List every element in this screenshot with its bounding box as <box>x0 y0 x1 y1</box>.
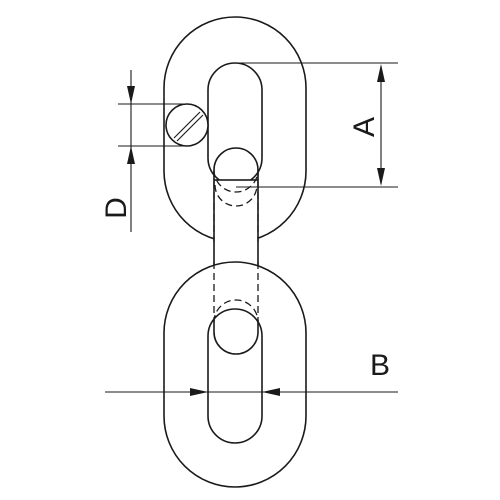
dim-b-arrow-right <box>262 388 280 396</box>
dimension-d: D <box>100 70 187 232</box>
wire-section-hatch <box>173 111 201 139</box>
bottom-chain-link <box>163 261 307 488</box>
wire-section-hatch-2 <box>176 114 204 142</box>
hidden-middle-top-inner <box>214 184 258 207</box>
dim-b-arrow-left <box>190 388 208 396</box>
dim-a-label: A <box>348 117 381 137</box>
dim-d-label: D <box>100 197 133 219</box>
dim-d-arrow-bottom <box>127 146 135 164</box>
hidden-middle-bottom <box>213 262 259 323</box>
dim-a-arrow-bottom <box>377 168 385 186</box>
bottom-link-inner <box>207 308 263 444</box>
hidden-middle-top <box>213 169 259 242</box>
dimension-a: A <box>236 62 398 188</box>
dim-a-arrow-top <box>377 64 385 82</box>
dimension-b: B <box>105 349 398 396</box>
wire-cross-section <box>165 103 209 147</box>
dim-b-label: B <box>370 349 390 382</box>
dim-d-arrow-top <box>127 86 135 104</box>
top-link-inner <box>207 62 263 186</box>
hidden-lines <box>213 169 259 323</box>
